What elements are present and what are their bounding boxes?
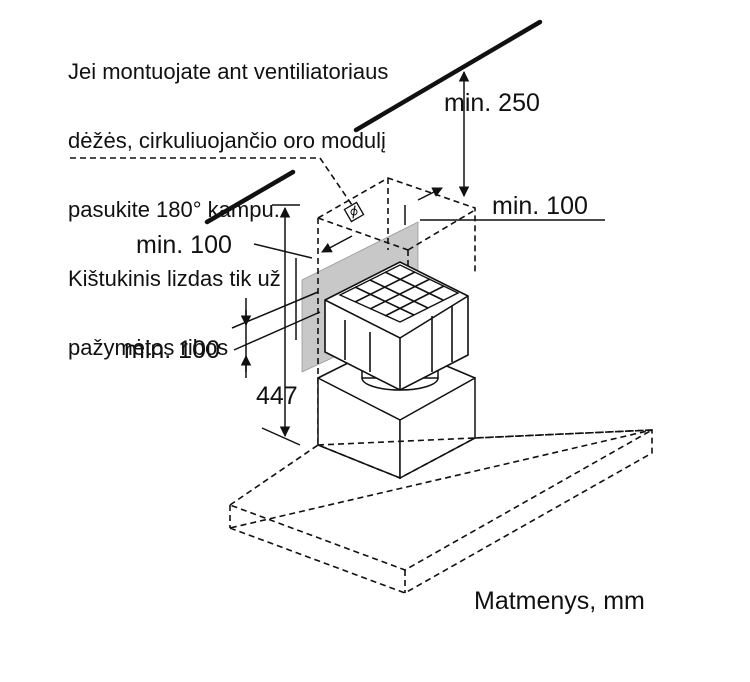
label-min-100-right: min. 100 (492, 192, 588, 220)
hood-canopy (227, 428, 653, 594)
label-min-100-lower: min. 100 (124, 336, 220, 364)
dim-height: 447 (256, 204, 301, 446)
ceiling-line-left (204, 169, 296, 225)
dim-side-right: min. 100 (404, 187, 605, 225)
dim-ceiling-clearance: min. 250 (444, 70, 540, 198)
dim-side-left: min. 100 (136, 231, 353, 340)
note-line-5: pažymėtos ribos (68, 335, 229, 360)
note-leader-line (70, 157, 353, 206)
note-line-1: Jei montuojate ant ventiliatoriaus (68, 59, 389, 84)
label-min-250: min. 250 (444, 89, 540, 117)
label-min-100-left: min. 100 (136, 231, 232, 259)
label-height-447: 447 (256, 382, 298, 410)
installation-note: Jei montuojate ant ventiliatoriaus dėžės… (68, 14, 468, 382)
duct-outline (317, 177, 476, 445)
socket-icon (343, 201, 365, 223)
note-line-3: pasukite 180° kampu. (68, 197, 280, 222)
dim-lower-clearance: min. 100 (124, 291, 321, 378)
ceiling-line-right (353, 19, 543, 133)
units-caption: Matmenys, mm (474, 587, 645, 615)
note-line-2: dėžės, cirkuliuojančio oro modulį (68, 128, 386, 153)
circulation-module (324, 261, 469, 391)
note-line-4: Kištukinis lizdas tik už (68, 266, 281, 291)
